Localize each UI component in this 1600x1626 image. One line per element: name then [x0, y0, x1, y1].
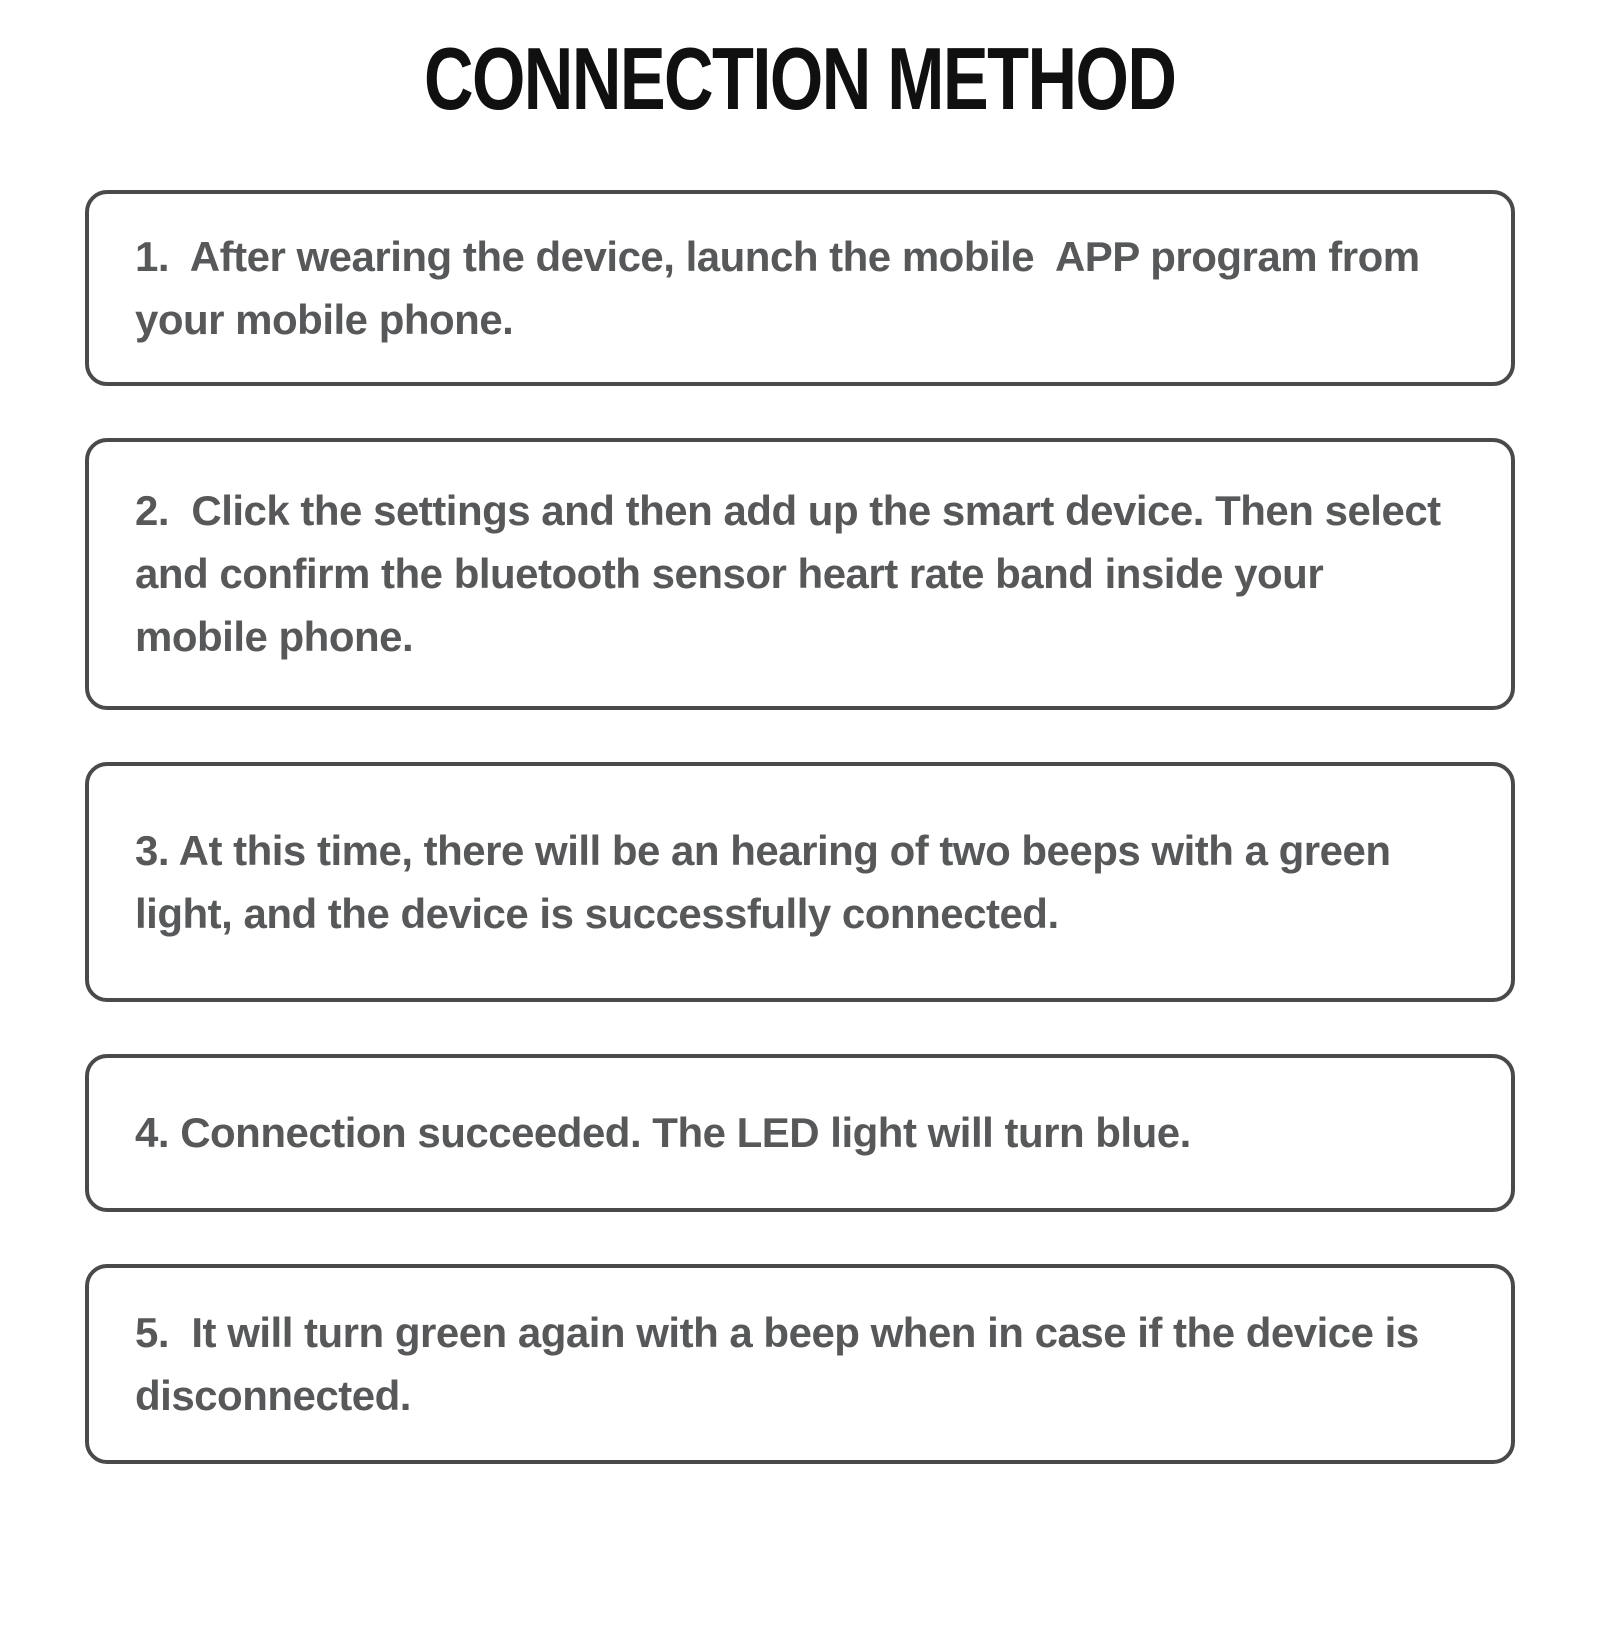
steps-list: 1. After wearing the device, launch the … — [85, 189, 1515, 1464]
step-box-3: 3. At this time, there will be an hearin… — [85, 761, 1515, 1002]
step-3-text: 3. At this time, there will be an hearin… — [135, 826, 1402, 937]
step-box-4: 4. Connection succeeded. The LED light w… — [85, 1053, 1515, 1212]
step-box-1: 1. After wearing the device, launch the … — [85, 189, 1515, 386]
step-box-5: 5. It will turn green again with a beep … — [85, 1263, 1515, 1464]
page-title: CONNECTION METHOD — [0, 26, 1600, 132]
step-1-text: 1. After wearing the device, launch the … — [135, 232, 1431, 343]
step-5-text: 5. It will turn green again with a beep … — [135, 1308, 1430, 1419]
page-title-text: CONNECTION METHOD — [424, 29, 1177, 128]
step-2-text: 2. Click the settings and then add up th… — [135, 487, 1452, 661]
step-box-2: 2. Click the settings and then add up th… — [85, 437, 1515, 710]
step-4-text: 4. Connection succeeded. The LED light w… — [135, 1109, 1191, 1157]
